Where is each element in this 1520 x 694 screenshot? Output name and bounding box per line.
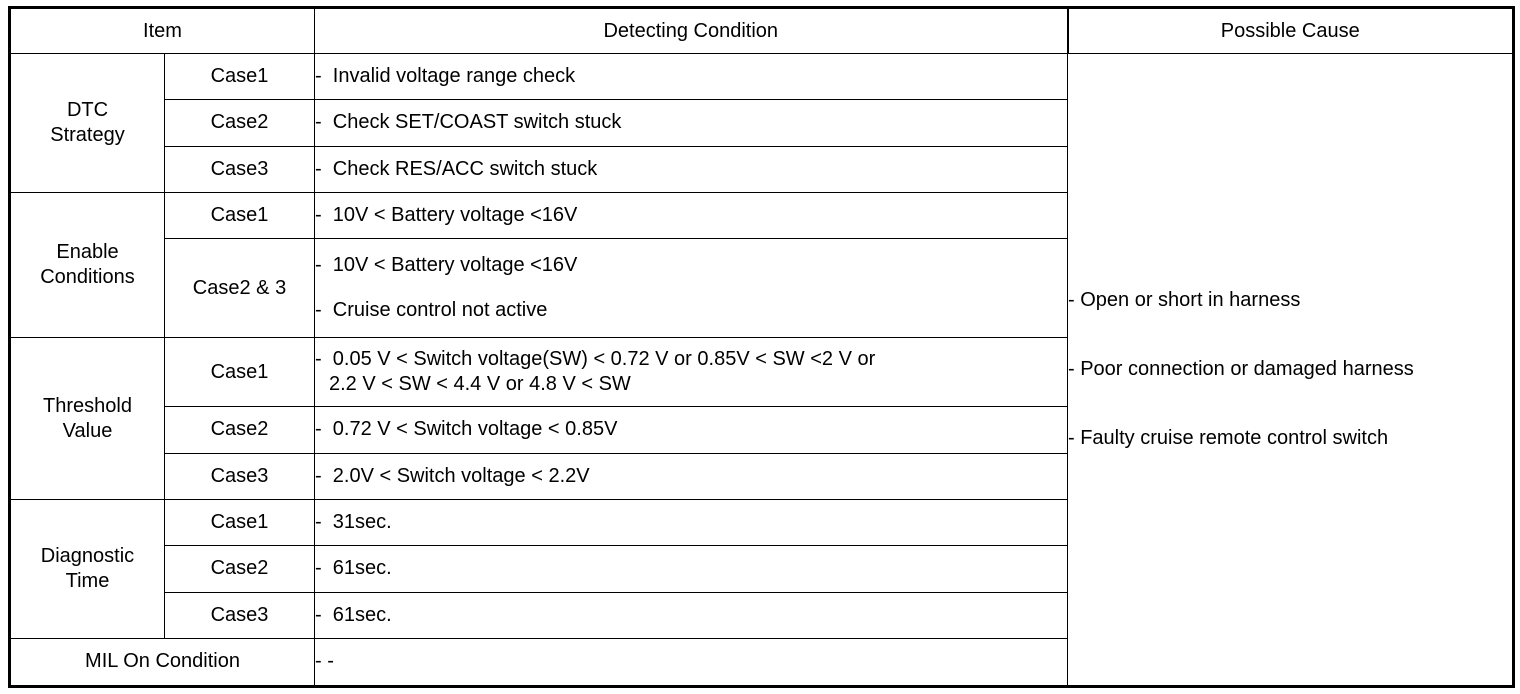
table-row: Case2 & 3 - 10V < Battery voltage <16V -… <box>10 238 1514 339</box>
detect-line: - 10V < Battery voltage <16V <box>315 204 578 227</box>
case-label: Case2 <box>164 545 315 593</box>
group-label-line-1: Diagnostic <box>40 544 135 567</box>
case-label: Case1 <box>164 337 315 408</box>
possible-cause-cell: - Open or short in harness - Poor connec… <box>1067 53 1514 687</box>
detect-condition-cell: - 61sec. <box>314 545 1068 593</box>
group-label-line-2: Time <box>65 569 110 592</box>
table-row: Case2 - 61sec. <box>10 545 1514 593</box>
group-label-dtc-strategy: DTC Strategy <box>9 53 165 193</box>
detect-condition-cell: - 2.0V < Switch voltage < 2.2V <box>314 452 1068 500</box>
group-label-diagnostic-time: Diagnostic Time <box>9 498 165 639</box>
detect-line: - 61sec. <box>315 557 392 580</box>
table-row: DTC Strategy Case1 - Invalid voltage ran… <box>9 52 1514 687</box>
case-label: Case1 <box>164 191 315 240</box>
group-label-line-1: DTC <box>66 98 109 121</box>
header-detecting-condition: Detecting Condition <box>314 7 1068 54</box>
detect-line-continuation: 2.2 V < SW < 4.4 V or 4.8 V < SW <box>329 373 631 396</box>
group-label-line-2: Strategy <box>50 123 125 146</box>
table-row: Diagnostic Time Case1 - 31sec. <box>9 498 1514 639</box>
detect-line: - Check RES/ACC switch stuck <box>315 157 598 180</box>
table-row: Enable Conditions Case1 - 10V < Battery … <box>9 191 1514 339</box>
detect-line: - 0.05 V < Switch voltage(SW) < 0.72 V o… <box>315 348 876 371</box>
detect-line: - Check SET/COAST switch stuck <box>315 111 622 134</box>
possible-cause-item: - Open or short in harness <box>1068 289 1301 311</box>
dtc-diagnostic-table: Item Detecting Condition Possible Cause … <box>8 6 1515 688</box>
table-row: Case3 - 2.0V < Switch voltage < 2.2V <box>10 452 1514 500</box>
detect-condition-cell: - 0.05 V < Switch voltage(SW) < 0.72 V o… <box>314 337 1068 408</box>
detect-condition-cell: - 31sec. <box>314 498 1068 547</box>
detect-condition-cell: - Invalid voltage range check <box>314 52 1068 101</box>
group-label-enable-conditions: Enable Conditions <box>9 191 165 339</box>
group-label-line-2: Conditions <box>40 266 135 289</box>
header-possible-cause: Possible Cause <box>1066 7 1514 54</box>
detect-condition-cell: - 10V < Battery voltage <16V - Cruise co… <box>314 238 1068 339</box>
possible-cause-list: - Open or short in harness - Poor connec… <box>1068 266 1512 473</box>
header-item: Item <box>9 7 315 54</box>
case-label: Case3 <box>164 452 315 500</box>
possible-cause-item: - Poor connection or damaged harness <box>1068 358 1414 380</box>
group-label-line-1: Enable <box>56 241 119 264</box>
case-label: Case3 <box>164 145 315 193</box>
detect-line: - 10V < Battery voltage <16V <box>315 254 578 277</box>
case-label: Case1 <box>164 498 315 547</box>
detect-condition-cell: - 0.72 V < Switch voltage < 0.85V <box>314 406 1068 454</box>
mil-on-condition-label: MIL On Condition <box>9 637 315 688</box>
detect-condition-cell: - 61sec. <box>314 591 1068 639</box>
table-row: Case3 - 61sec. <box>10 591 1514 639</box>
case-label: Case2 <box>164 406 315 454</box>
group-label-line-2: Value <box>62 419 113 442</box>
detect-condition-cell: - 10V < Battery voltage <16V <box>314 191 1068 240</box>
case-label: Case2 & 3 <box>164 238 315 339</box>
detect-line: - Invalid voltage range check <box>315 65 576 88</box>
blank-line <box>315 278 1067 298</box>
case-label: Case3 <box>164 591 315 639</box>
detect-condition-cell: - Check SET/COAST switch stuck <box>314 99 1068 147</box>
detect-line: - 31sec. <box>315 511 392 534</box>
detect-line: - 2.0V < Switch voltage < 2.2V <box>315 464 590 487</box>
table-header-row: Item Detecting Condition Possible Cause <box>9 7 1514 54</box>
possible-cause-item: - Faulty cruise remote control switch <box>1068 427 1389 449</box>
case-label: Case1 <box>164 52 315 101</box>
detect-condition-cell: - Check RES/ACC switch stuck <box>314 145 1068 193</box>
table-row: Case3 - Check RES/ACC switch stuck <box>10 145 1514 193</box>
mil-on-condition-row: MIL On Condition - - <box>9 637 1514 688</box>
detect-line: - Cruise control not active <box>315 299 548 322</box>
group-label-threshold-value: Threshold Value <box>9 337 165 500</box>
group-label-line-1: Threshold <box>43 394 132 417</box>
table-row: Case2 - Check SET/COAST switch stuck <box>10 99 1514 147</box>
mil-on-condition-value: - - <box>314 637 1068 688</box>
table-row: Threshold Value Case1 - 0.05 V < Switch … <box>9 337 1514 500</box>
detect-line: - 0.72 V < Switch voltage < 0.85V <box>315 418 618 441</box>
detect-line: - 61sec. <box>315 603 392 626</box>
case-label: Case2 <box>164 99 315 147</box>
